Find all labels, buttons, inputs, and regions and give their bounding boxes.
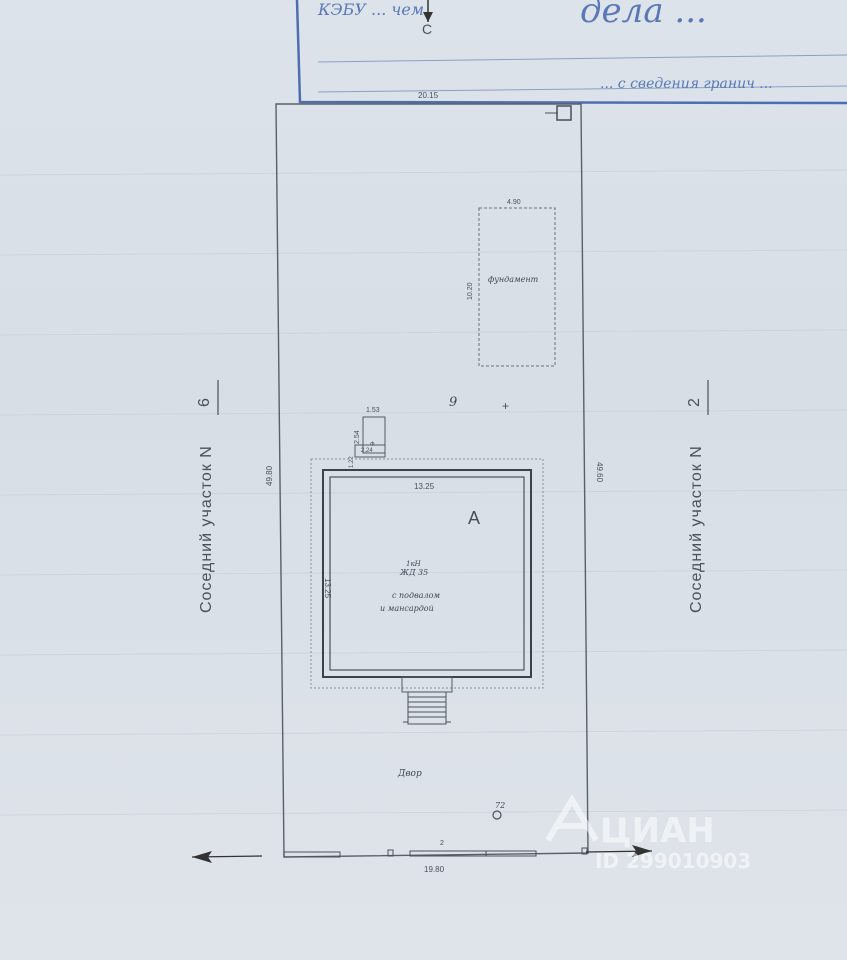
compass: С [422, 0, 433, 37]
watermark-brand: ЦИАН [600, 811, 715, 851]
dim-foundation-w: 4.90 [507, 199, 521, 206]
neighbor-right-num: 2 [686, 398, 703, 407]
porch-north [362, 416, 386, 454]
neighbor-right: Соседний участок N 2 [686, 380, 709, 613]
arrow-right [585, 845, 653, 857]
dim-house-h: 13.25 [323, 578, 332, 599]
house-letter: А [468, 508, 480, 528]
dim-porch-w: 1.53 [366, 407, 380, 414]
dim-porch-small: 1.22 [349, 456, 355, 468]
house-inner-wall [329, 476, 525, 671]
house-setback [310, 458, 544, 689]
watermark-id: ID 299010903 [595, 849, 751, 873]
neighbor-left-num: 6 [196, 398, 213, 407]
house-desc-2: и мансардой [380, 604, 434, 613]
foundation-outline [478, 207, 556, 367]
watermark-logo [545, 794, 599, 842]
yard-label: Двор [397, 769, 422, 779]
compass-label: С [422, 21, 432, 37]
cross-mark: + [502, 399, 509, 413]
point-72-marker [492, 810, 502, 820]
stamp-handwriting: дела ... [580, 0, 707, 31]
dim-porch-inner: 2.24 [361, 448, 373, 454]
foundation-label: фундамент [488, 275, 539, 284]
stamp-line-2: ... с сведения гранич ... [600, 76, 773, 92]
point-9-label: 9 [449, 395, 457, 410]
porch-south [401, 676, 453, 693]
dim-bottom-small: 2 [440, 840, 444, 847]
dim-bottom: 19.80 [424, 865, 445, 874]
bottom-fence [283, 847, 588, 858]
house-code: 1кН [406, 560, 422, 568]
arrow-left [191, 851, 263, 863]
dim-house-w: 13.25 [414, 482, 435, 491]
watermark: ЦИАН ID 299010903 [545, 794, 751, 873]
point-72-label: 72 [495, 801, 505, 810]
lot-boundary [275, 103, 589, 858]
paper-lines [0, 169, 847, 816]
stamp-line-1: КЭБУ ... чем [317, 0, 424, 19]
house-area: ЖД 35 [399, 568, 428, 577]
dim-top: 20.15 [418, 91, 439, 100]
stamp-block: КЭБУ ... чем дела ... ... с сведения гра… [295, 0, 847, 105]
neighbor-left-text: Соседний участок N [198, 445, 215, 613]
stairs [403, 691, 451, 725]
dim-left: 49.80 [265, 465, 274, 486]
porch-code: Ф [370, 442, 375, 448]
neighbor-left: Соседний участок N 6 [196, 380, 219, 613]
dim-right: 49.60 [595, 462, 604, 483]
dim-porch-h: 2.54 [354, 430, 361, 444]
dim-foundation-h: 10.20 [467, 282, 474, 300]
porch-step [354, 444, 386, 458]
corner-marker [556, 105, 572, 121]
neighbor-right-text: Соседний участок N [688, 445, 705, 613]
house-desc-1: с подвалом [392, 591, 440, 600]
